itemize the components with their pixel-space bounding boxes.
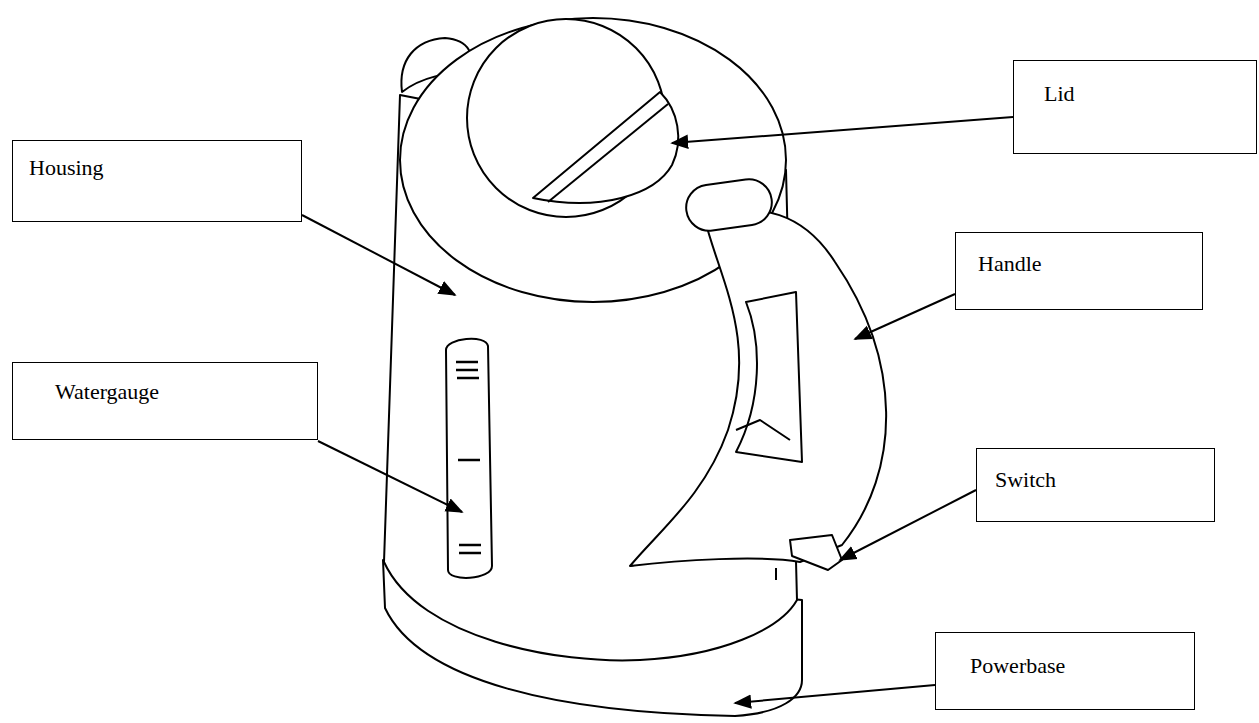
label-box: Switch — [976, 448, 1215, 522]
part-name: Switch — [995, 467, 1214, 493]
label-box: Powerbase — [935, 632, 1195, 710]
leader-arrow — [318, 441, 462, 512]
label-box: Housing — [12, 140, 302, 222]
part-name: Lid — [1044, 81, 1256, 107]
lid-knob — [533, 92, 678, 203]
gauge-mark — [457, 377, 479, 380]
leader-arrow — [672, 117, 1013, 143]
label-box: Watergauge — [12, 362, 318, 440]
part-name: Powerbase — [970, 653, 1194, 679]
watergauge-window — [446, 339, 492, 578]
handle-window-shade — [736, 420, 790, 440]
handle-window — [736, 292, 802, 462]
gauge-mark — [459, 545, 481, 553]
lid-knob-edge — [548, 104, 668, 202]
gauge-mark — [458, 459, 480, 462]
part-name: Housing — [29, 155, 301, 181]
part-name: Watergauge — [55, 379, 317, 405]
handle-body — [630, 210, 886, 566]
part-name: Handle — [978, 251, 1202, 277]
label-box: Handle — [955, 232, 1203, 310]
switch-lever — [790, 535, 842, 570]
leader-arrow — [840, 490, 976, 560]
handle-knob — [683, 176, 775, 234]
label-box: Lid — [1013, 60, 1257, 154]
leader-arrow — [302, 215, 455, 295]
switch-mark — [775, 568, 777, 580]
leader-arrow — [735, 685, 935, 703]
leader-arrow — [855, 294, 955, 339]
gauge-mark — [456, 362, 478, 370]
